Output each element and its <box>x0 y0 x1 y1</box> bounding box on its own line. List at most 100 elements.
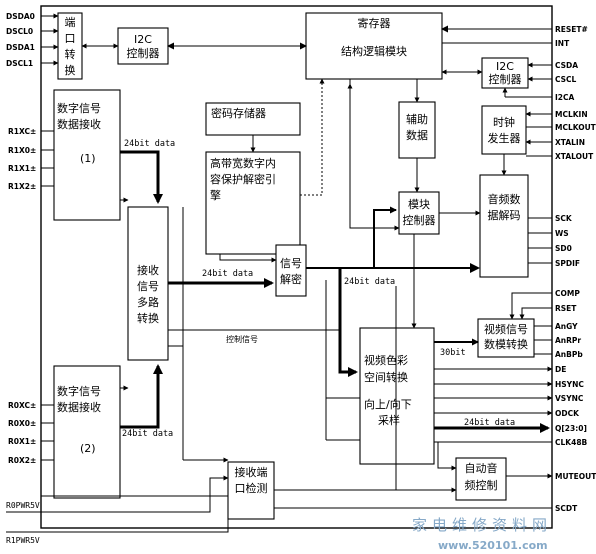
svg-text:R0X2±: R0X2± <box>8 456 36 465</box>
svg-text:口: 口 <box>65 32 76 45</box>
svg-text:24bit data: 24bit data <box>202 269 253 279</box>
svg-text:SD0: SD0 <box>555 244 572 253</box>
svg-text:I2C: I2C <box>134 33 152 46</box>
svg-text:换: 换 <box>65 63 76 77</box>
svg-text:容保护解密引: 容保护解密引 <box>210 172 276 186</box>
svg-text:擎: 擎 <box>210 188 221 202</box>
svg-text:解密: 解密 <box>280 272 302 286</box>
svg-text:SCK: SCK <box>555 214 573 223</box>
svg-text:HSYNC: HSYNC <box>555 380 584 389</box>
svg-text:MCLKIN: MCLKIN <box>555 110 588 119</box>
svg-text:R1X1±: R1X1± <box>8 164 36 173</box>
svg-text:转换: 转换 <box>137 311 159 325</box>
digital-receiver-1-block: 数字信号 数据接收 (1) <box>53 89 121 221</box>
port-detect-block: 接收端 口检测 <box>227 461 275 520</box>
svg-text:自动音: 自动音 <box>465 461 498 475</box>
svg-text:DE: DE <box>555 365 566 374</box>
svg-text:采样: 采样 <box>378 413 400 427</box>
audio-decoder-block: 音频数 据解码 <box>479 174 529 278</box>
svg-text:转: 转 <box>65 47 76 61</box>
svg-text:数据接收: 数据接收 <box>57 400 101 414</box>
wires: 24bit data 24bit data 24bit data 控制信号 24… <box>6 13 553 533</box>
svg-text:CLK48B: CLK48B <box>555 438 588 447</box>
svg-text:www.520101.com: www.520101.com <box>438 539 548 552</box>
video-dac-block: 视频信号 数模转换 <box>477 318 535 358</box>
auto-mute-block: 自动音 频控制 <box>455 457 507 501</box>
svg-text:高带宽数字内: 高带宽数字内 <box>210 156 276 170</box>
svg-text:R0X0±: R0X0± <box>8 419 36 428</box>
svg-text:空间转换: 空间转换 <box>364 370 408 384</box>
left-pin-labels: DSDA0 DSCL0 DSDA1 DSCL1 R1XC± R1X0± R1X1… <box>6 12 36 465</box>
svg-text:控制器: 控制器 <box>127 46 160 60</box>
svg-text:发生器: 发生器 <box>488 131 521 145</box>
svg-text:R0X1±: R0X1± <box>8 437 36 446</box>
svg-text:口检测: 口检测 <box>235 481 268 495</box>
svg-text:XTALOUT: XTALOUT <box>555 152 594 161</box>
port-switch-block: 端 口 转 换 <box>57 12 83 80</box>
svg-text:R1X2±: R1X2± <box>8 182 36 191</box>
svg-text:DSCL1: DSCL1 <box>6 59 33 68</box>
svg-text:结构逻辑模块: 结构逻辑模块 <box>341 44 407 58</box>
module-controller-block: 模块 控制器 <box>398 191 440 235</box>
right-pin-labels: RESET# INT CSDA CSCL I2CA MCLKIN MCLKOUT… <box>555 25 596 513</box>
svg-text:INT: INT <box>555 39 570 48</box>
svg-text:信号: 信号 <box>280 257 302 270</box>
decrypt-block: 信号 解密 <box>275 244 307 297</box>
svg-text:CSCL: CSCL <box>555 75 577 84</box>
password-storage-block: 密码存储器 <box>205 102 301 136</box>
svg-text:向上/向下: 向上/向下 <box>364 397 412 411</box>
svg-text:视频信号: 视频信号 <box>484 322 528 336</box>
svg-text:数据接收: 数据接收 <box>57 117 101 131</box>
svg-text:数字信号: 数字信号 <box>57 384 101 398</box>
svg-text:R1PWR5V: R1PWR5V <box>6 536 40 545</box>
svg-text:RESET#: RESET# <box>555 25 588 34</box>
svg-text:AnGY: AnGY <box>555 322 578 331</box>
svg-text:AnBPb: AnBPb <box>555 350 583 359</box>
svg-text:COMP: COMP <box>555 289 580 298</box>
mux-block: 接收 信号 多路 转换 <box>127 206 169 361</box>
svg-text:辅助: 辅助 <box>406 112 428 126</box>
power-pin-labels: R0PWR5V R1PWR5V <box>6 501 40 545</box>
svg-text:R1X0±: R1X0± <box>8 146 36 155</box>
svg-text:控制器: 控制器 <box>489 72 522 86</box>
svg-text:接收: 接收 <box>137 263 159 277</box>
register-logic-block: 寄存器 结构逻辑模块 <box>305 12 443 80</box>
svg-text:24bit data: 24bit data <box>122 429 173 439</box>
svg-text:24bit data: 24bit data <box>344 277 395 287</box>
svg-text:I2CA: I2CA <box>555 93 575 102</box>
digital-receiver-2-block: 数字信号 数据接收 (2) <box>53 365 121 499</box>
svg-text:数字信号: 数字信号 <box>57 101 101 115</box>
svg-text:AnRPr: AnRPr <box>555 336 581 345</box>
svg-text:DSDA1: DSDA1 <box>6 43 35 52</box>
svg-text:寄存器: 寄存器 <box>358 16 391 30</box>
svg-text:多路: 多路 <box>137 295 159 309</box>
svg-text:I2C: I2C <box>496 60 514 73</box>
svg-text:家电维修资料网: 家电维修资料网 <box>412 516 552 534</box>
svg-text:时钟: 时钟 <box>493 115 515 129</box>
svg-text:RSET: RSET <box>555 304 577 313</box>
svg-text:据解码: 据解码 <box>488 208 521 222</box>
aux-data-block: 辅助 数据 <box>398 101 436 159</box>
svg-text:视频色彩: 视频色彩 <box>364 353 408 367</box>
svg-text:信号: 信号 <box>137 280 159 293</box>
svg-text:30bit: 30bit <box>440 348 466 358</box>
svg-text:SCDT: SCDT <box>555 504 578 513</box>
svg-text:24bit data: 24bit data <box>464 418 515 428</box>
hdcp-engine-block: 高带宽数字内 容保护解密引 擎 <box>205 151 301 255</box>
watermark: 家电维修资料网 www.520101.com <box>412 516 552 552</box>
svg-text:数据: 数据 <box>406 128 428 142</box>
svg-text:R0XC±: R0XC± <box>8 401 36 410</box>
clock-generator-block: 时钟 发生器 <box>481 105 527 155</box>
svg-text:MCLKOUT: MCLKOUT <box>555 123 596 132</box>
svg-text:频控制: 频控制 <box>465 478 498 492</box>
i2c-controller-left-block: I2C 控制器 <box>117 27 169 65</box>
svg-text:接收端: 接收端 <box>235 465 268 479</box>
svg-text:模块: 模块 <box>408 198 430 211</box>
svg-text:24bit data: 24bit data <box>124 139 175 149</box>
svg-text:(1): (1) <box>80 152 96 165</box>
chip-outline <box>40 5 553 529</box>
svg-text:音频数: 音频数 <box>488 192 521 206</box>
svg-text:密码存储器: 密码存储器 <box>211 106 266 120</box>
